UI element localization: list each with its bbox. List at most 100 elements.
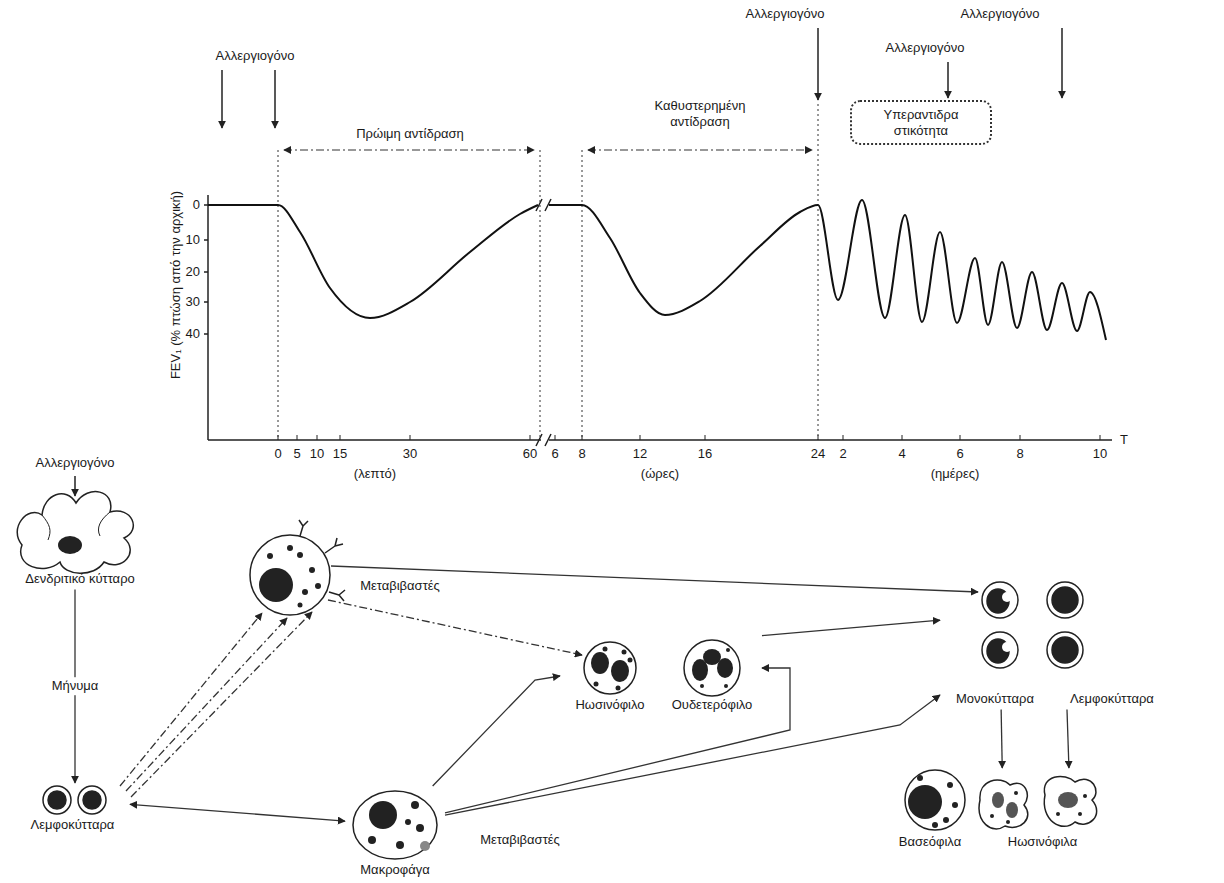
macrophage-drawing bbox=[353, 791, 437, 859]
activated-eosinophil-drawing bbox=[992, 792, 1004, 808]
neutrophil-drawing bbox=[692, 648, 733, 688]
mediator-arrow bbox=[126, 618, 287, 791]
eosinophils: Ηωσινόφιλα bbox=[975, 768, 1110, 853]
activated-eosinophil-drawing bbox=[1083, 794, 1087, 798]
cell-label: Ηωσινόφιλα bbox=[975, 834, 1110, 850]
x-tick: 10 bbox=[1093, 446, 1107, 462]
x-tick-mark bbox=[1020, 435, 1021, 440]
neutrophil-drawing bbox=[724, 684, 728, 688]
activated-eosinophil-drawing bbox=[990, 814, 994, 818]
x-tick-mark bbox=[1100, 435, 1101, 440]
basophil-drawing bbox=[917, 775, 923, 781]
basophil-drawing bbox=[905, 770, 965, 830]
mast-cell-drawing bbox=[299, 520, 345, 601]
mediator-arrow bbox=[131, 612, 312, 797]
eosinophil: Ηωσινόφιλο bbox=[560, 635, 660, 716]
eosinophil-drawing bbox=[594, 647, 633, 691]
lymphocyte-drawing bbox=[1047, 582, 1083, 618]
lymphocyte-drawing bbox=[48, 791, 66, 809]
x-tick: 5 bbox=[293, 446, 300, 462]
chart-axes bbox=[536, 199, 551, 211]
activated-eosinophil-drawing bbox=[1078, 812, 1082, 816]
dendritic-cell: Δενδριτικό κύτταρο bbox=[5, 485, 155, 590]
x-tick-mark bbox=[278, 435, 1100, 440]
allergen-arrow bbox=[1061, 28, 1063, 98]
activated-eosinophil-drawing bbox=[1058, 792, 1078, 808]
x-tick: 6 bbox=[551, 446, 558, 462]
fev1-curve bbox=[549, 200, 1106, 340]
monocyte-drawing bbox=[982, 582, 1018, 618]
x-tick-mark bbox=[640, 435, 641, 440]
allergen-label: Αλλεργιογόνο bbox=[886, 40, 965, 56]
x-tick: 8 bbox=[1016, 446, 1023, 462]
eosinophil-drawing bbox=[584, 642, 636, 694]
macrophage-drawing bbox=[369, 801, 397, 829]
x-tick-mark bbox=[902, 435, 903, 440]
allergen-arrow bbox=[817, 28, 819, 100]
x-tick: 15 bbox=[333, 446, 347, 462]
allergen-label: Αλλεργιογόνο bbox=[216, 48, 295, 64]
dendritic-cell-drawing bbox=[17, 492, 133, 574]
mediator-arrow bbox=[120, 566, 978, 797]
cell-arrow bbox=[1067, 710, 1069, 768]
basophil-drawing bbox=[947, 782, 953, 788]
phase-bracket bbox=[284, 149, 812, 150]
neutrophil-drawing bbox=[700, 684, 704, 688]
cell-label: Βασεόφιλα bbox=[885, 834, 975, 850]
activated-eosinophil-drawing bbox=[979, 780, 1028, 829]
mast-cell-drawing bbox=[267, 553, 273, 559]
cell-label: Μονοκύτταρα bbox=[940, 691, 1050, 707]
cell-label: Λεμφοκύτταρα bbox=[1052, 691, 1172, 707]
macrophage-drawing bbox=[405, 819, 411, 825]
fev1-curve bbox=[208, 200, 1106, 340]
mast-cell-drawing bbox=[309, 567, 315, 573]
dendritic-cell-drawing bbox=[17, 492, 133, 574]
x-tick-mark bbox=[530, 435, 531, 440]
allergen-arrow bbox=[947, 62, 949, 98]
activated-eosinophil-drawing bbox=[1006, 820, 1010, 824]
lymphocytes: Λεμφοκύτταρα bbox=[15, 783, 130, 836]
mediator-label: Μεταβιβαστές bbox=[480, 832, 560, 848]
monocyte-drawing bbox=[1002, 642, 1012, 652]
activated-eosinophil-drawing bbox=[990, 791, 1018, 824]
macrophage-drawing bbox=[411, 801, 419, 809]
y-tick: 0 bbox=[193, 197, 200, 213]
cell-arrow bbox=[445, 668, 790, 813]
activated-eosinophil-drawing bbox=[1006, 802, 1018, 818]
activated-eosinophil-drawing bbox=[1044, 776, 1096, 826]
y-tick: 10 bbox=[186, 232, 200, 248]
eosinophil-drawing bbox=[616, 686, 621, 691]
macrophage-drawing bbox=[368, 836, 376, 844]
neutrophil-drawing bbox=[684, 640, 740, 696]
mediator-label: Μεταβιβαστές bbox=[360, 578, 440, 594]
allergen-arrow bbox=[221, 70, 223, 128]
basophil-drawing bbox=[932, 822, 938, 828]
dendritic-cell-drawing bbox=[42, 512, 110, 540]
activated-eosinophil-drawing bbox=[1056, 812, 1060, 816]
cell-arrow bbox=[762, 620, 940, 635]
allergen-arrow bbox=[274, 70, 276, 128]
lymphocyte-drawing bbox=[83, 791, 101, 809]
unit-label: (ώρες) bbox=[641, 466, 679, 482]
x-tick-mark bbox=[410, 435, 411, 440]
x-tick-mark bbox=[317, 435, 318, 440]
monocyte-drawing bbox=[1002, 592, 1012, 602]
fev1-curve bbox=[208, 205, 538, 318]
hyperreactivity-box: Υπεραντιδρα στικότητα bbox=[850, 100, 992, 145]
y-tick: 30 bbox=[186, 294, 200, 310]
axis-title: FEV₁ (% πτώση από την αρχική) bbox=[168, 191, 184, 379]
y-tick: 20 bbox=[186, 264, 200, 280]
eosinophil-drawing bbox=[603, 647, 608, 652]
macrophage: Μακροφάγα bbox=[345, 786, 445, 881]
eosinophil-drawing bbox=[584, 642, 636, 694]
eosinophil-drawing bbox=[622, 650, 627, 655]
axis-symbol: T bbox=[1120, 432, 1128, 448]
x-tick: 12 bbox=[633, 446, 647, 462]
cell-label: Ηωσινόφιλο bbox=[560, 697, 660, 713]
x-tick: 24 bbox=[811, 446, 825, 462]
lymphocyte-drawing bbox=[1047, 632, 1083, 668]
x-tick: 6 bbox=[956, 446, 963, 462]
eosinophil-drawing bbox=[591, 652, 609, 674]
unit-label: (ημέρες) bbox=[931, 466, 980, 482]
